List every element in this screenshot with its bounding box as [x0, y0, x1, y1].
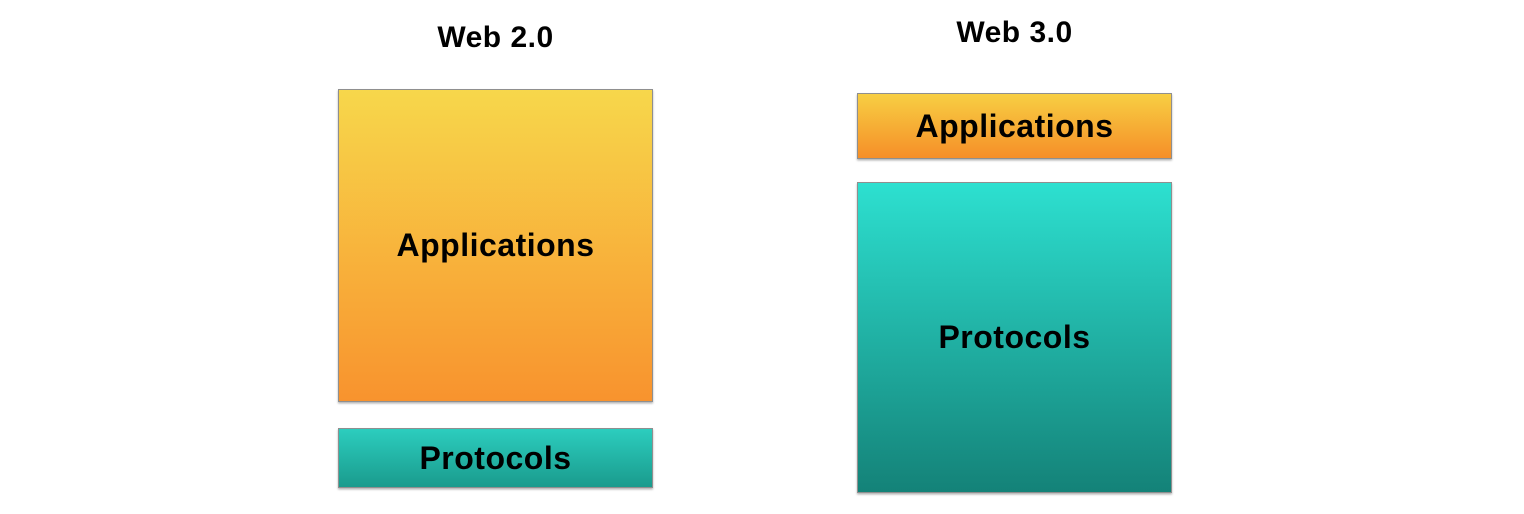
- web3-protocols-box: Protocols: [857, 182, 1172, 493]
- web2-applications-box: Applications: [338, 89, 653, 402]
- column-title-web2: Web 2.0: [437, 21, 554, 54]
- web2-protocols-box: Protocols: [338, 428, 653, 488]
- web3-applications-label: Applications: [915, 107, 1114, 144]
- web2-protocols-label: Protocols: [419, 439, 572, 476]
- column-title-web3: Web 3.0: [956, 16, 1073, 49]
- web3-protocols-label: Protocols: [938, 319, 1091, 355]
- web2-applications-label: Applications: [396, 227, 595, 263]
- web3-applications-box: Applications: [857, 93, 1172, 159]
